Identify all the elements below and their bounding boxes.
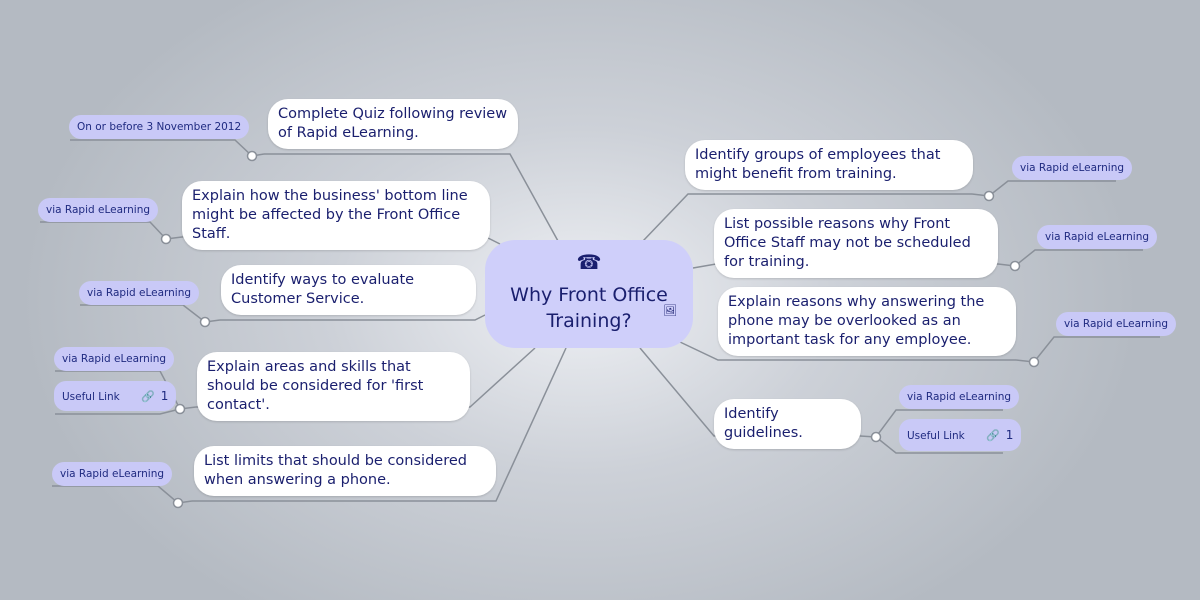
central-topic[interactable]: ☎ Why Front Office Training? 🖼 [485,240,693,348]
collapse-toggle[interactable] [172,497,184,509]
topic-evaluate-customer-service[interactable]: Identify ways to evaluate Customer Servi… [221,265,476,315]
note-label: via Rapid eLearning [1045,231,1150,243]
connector-line [40,221,183,240]
connector-line [971,180,1116,197]
topic-not-scheduled[interactable]: List possible reasons why Front Office S… [714,209,998,278]
topic-text: Identify guidelines. [724,406,803,441]
topic-complete-quiz[interactable]: Complete Quiz following review of Rapid … [268,99,518,149]
topic-text: Identify groups of employees that might … [695,147,941,182]
collapse-toggle[interactable] [1009,260,1021,272]
note-label: via Rapid eLearning [1064,318,1169,330]
note-label: via Rapid eLearning [62,353,167,365]
note-label: via Rapid eLearning [1020,162,1125,174]
topic-text: List limits that should be considered wh… [204,453,467,488]
link-icon: 🔗 [986,429,1000,442]
collapse-toggle[interactable] [1028,356,1040,368]
connector-line [192,347,567,502]
topic-text: Explain areas and skills that should be … [207,359,424,413]
image-icon[interactable]: 🖼 [663,304,677,317]
note-source[interactable]: via Rapid eLearning [899,385,1020,409]
note-label: via Rapid eLearning [87,287,192,299]
note-label: via Rapid eLearning [60,468,165,480]
note-source[interactable]: via Rapid eLearning [1056,312,1177,336]
topic-text: Explain reasons why answering the phone … [728,294,985,348]
topic-text: List possible reasons why Front Office S… [724,216,971,270]
connector-line [70,139,265,157]
note-source[interactable]: via Rapid eLearning [38,198,159,222]
collapse-toggle[interactable] [199,316,211,328]
link-count: 1 [1005,428,1014,442]
link-count: 1 [160,389,169,403]
note-source[interactable]: via Rapid eLearning [52,462,173,486]
collapse-toggle[interactable] [160,233,172,245]
collapse-toggle[interactable] [983,190,995,202]
connector-line [875,436,1003,454]
topic-text: Identify ways to evaluate Customer Servi… [231,272,415,307]
link-icon: 🔗 [141,390,155,403]
note-label: On or before 3 November 2012 [77,121,242,133]
topic-first-contact[interactable]: Explain areas and skills that should be … [197,352,470,421]
topic-text: Complete Quiz following review of Rapid … [278,106,508,141]
connector-line [642,193,972,242]
note-label: via Rapid eLearning [46,204,151,216]
connector-line [1015,336,1160,363]
note-source[interactable]: via Rapid eLearning [79,281,200,305]
connector-line [264,153,559,242]
topic-employee-groups[interactable]: Identify groups of employees that might … [685,140,973,190]
telephone-icon: ☎ [576,250,602,274]
note-source[interactable]: via Rapid eLearning [54,347,175,371]
central-topic-title: Why Front Office Training? [510,284,668,332]
connector-line [859,409,1003,438]
note-label: Useful Link [62,391,120,403]
note-useful-link[interactable]: Useful Link 🔗 1 [899,419,1022,451]
collapse-toggle[interactable] [870,431,882,443]
topic-phone-overlooked[interactable]: Explain reasons why answering the phone … [718,287,1016,356]
note-source[interactable]: via Rapid eLearning [1037,225,1158,249]
topic-guidelines[interactable]: Identify guidelines. [714,399,861,449]
connector-line [55,408,181,415]
collapse-toggle[interactable] [246,150,258,162]
note-label: Useful Link [907,430,965,442]
collapse-toggle[interactable] [174,403,186,415]
topic-phone-limits[interactable]: List limits that should be considered wh… [194,446,496,496]
connector-line [80,304,221,323]
topic-text: Explain how the business' bottom line mi… [192,188,468,242]
connector-line [679,341,1016,361]
connector-line [52,485,193,504]
note-label: via Rapid eLearning [907,391,1012,403]
note-source[interactable]: via Rapid eLearning [1012,156,1133,180]
connector-line [997,249,1143,267]
connector-line [220,314,486,321]
topic-bottom-line[interactable]: Explain how the business' bottom line mi… [182,181,490,250]
note-deadline[interactable]: On or before 3 November 2012 [69,115,250,139]
note-useful-link[interactable]: Useful Link 🔗 1 [54,381,177,411]
